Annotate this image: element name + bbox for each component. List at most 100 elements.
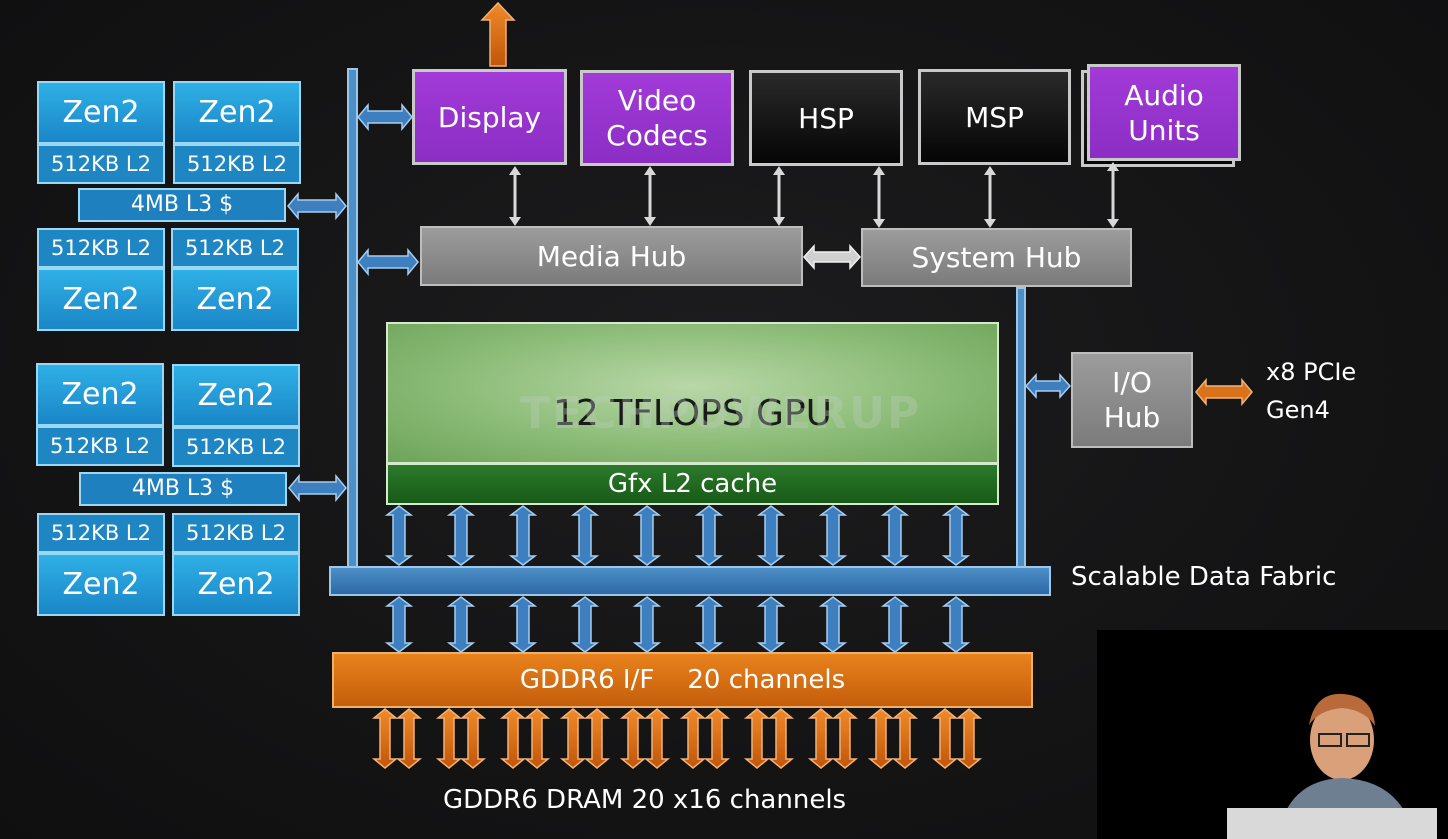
gpu-fabric-arrow (508, 505, 538, 566)
memory-channel-arrow (679, 708, 707, 769)
memory-channel-arrow (395, 708, 423, 769)
system-hub: System Hub (861, 228, 1132, 287)
zen2-core: Zen2 (37, 268, 165, 331)
scalable-data-fabric (329, 566, 1051, 596)
memory-channel-arrow (559, 708, 587, 769)
memory-channel-arrow (643, 708, 671, 769)
pcie-label: x8 PCIe Gen4 (1266, 353, 1356, 429)
zen2-core: Zen2 (171, 268, 299, 331)
video-codecs-line2: Codecs (606, 119, 708, 152)
block-hub-arrow-head-top (509, 166, 521, 175)
memory-channel-arrow (499, 708, 527, 769)
memory-channel-arrow (619, 708, 647, 769)
audio-units-line1: Audio (1124, 78, 1204, 112)
fabric-gddr-arrow (818, 596, 848, 653)
fabric-gddr-arrow (880, 596, 910, 653)
gpu-fabric-arrow (446, 505, 476, 566)
gpu-fabric-arrow (756, 505, 786, 566)
block-hub-arrow-head-bottom (509, 217, 521, 226)
block-hub-arrow-head-bottom (873, 219, 885, 228)
zen2-core: Zen2 (172, 553, 300, 616)
l3-cache: 4MB L3 $ (79, 472, 287, 506)
audio-units-block: Audio Units (1087, 64, 1241, 161)
presenter-video-inset (1097, 630, 1448, 839)
l2-cache: 512KB L2 (37, 228, 165, 268)
gpu-fabric-arrow (818, 505, 848, 566)
fabric-gddr-arrow (694, 596, 724, 653)
hsp-block: HSP (749, 70, 903, 166)
display-output-arrow (480, 1, 516, 67)
l2-cache: 512KB L2 (172, 513, 300, 553)
pcie-arrow (1195, 377, 1253, 407)
memory-channel-arrow (459, 708, 487, 769)
presenter-figure (1097, 630, 1448, 839)
memory-channel-arrow (435, 708, 463, 769)
memory-channel-arrow (955, 708, 983, 769)
memory-channel-arrow (371, 708, 399, 769)
gpu-fabric-arrow (570, 505, 600, 566)
zen2-core: Zen2 (36, 363, 164, 426)
fabric-gddr-arrow (384, 596, 414, 653)
io-hub-fabric-arrow (1024, 373, 1072, 399)
audio-units-line2: Units (1128, 113, 1200, 147)
memory-channel-arrow (583, 708, 611, 769)
l2-cache: 512KB L2 (37, 513, 165, 553)
l2-cache: 512KB L2 (173, 144, 301, 184)
display-fabric-arrow (357, 102, 413, 132)
pcie-line2: Gen4 (1266, 396, 1330, 424)
fabric-gddr-arrow (508, 596, 538, 653)
block-hub-arrow-head-bottom (644, 217, 656, 226)
io-hub-line2: Hub (1103, 401, 1161, 434)
cpu-l3-arrow (287, 191, 347, 221)
cpu-l3-arrow (288, 473, 347, 503)
fabric-gddr-arrow (756, 596, 786, 653)
memory-channel-arrow (807, 708, 835, 769)
memory-channel-arrow (891, 708, 919, 769)
gfx-l2-cache: Gfx L2 cache (386, 463, 999, 505)
video-codecs-block: Video Codecs (580, 70, 734, 166)
media-hub: Media Hub (420, 226, 803, 286)
l2-cache: 512KB L2 (36, 426, 164, 466)
zen2-core: Zen2 (37, 81, 165, 144)
block-hub-arrow-head-top (1107, 162, 1119, 171)
l2-cache: 512KB L2 (172, 427, 300, 467)
l2-cache: 512KB L2 (171, 228, 299, 268)
gpu-block: 12 TFLOPS GPU (386, 322, 999, 464)
memory-channel-arrow (767, 708, 795, 769)
gddr6-interface: GDDR6 I/F 20 channels (332, 652, 1033, 708)
dram-label: GDDR6 DRAM 20 x16 channels (443, 785, 847, 815)
memory-channel-arrow (703, 708, 731, 769)
block-hub-arrow-head-bottom (984, 219, 996, 228)
fabric-gddr-arrow (941, 596, 971, 653)
zen2-core: Zen2 (37, 553, 165, 616)
video-codecs-line1: Video (617, 84, 697, 117)
zen2-core: Zen2 (173, 81, 301, 144)
block-hub-arrow-head-top (873, 166, 885, 175)
watermark: TECHPOWERUP (520, 388, 922, 439)
msp-block: MSP (918, 69, 1071, 165)
gpu-fabric-arrow (941, 505, 971, 566)
zen2-core: Zen2 (172, 364, 300, 427)
l2-cache: 512KB L2 (37, 144, 165, 184)
memory-channel-arrow (867, 708, 895, 769)
block-hub-arrow-head-bottom (1107, 219, 1119, 228)
memory-channel-arrow (743, 708, 771, 769)
block-hub-arrow-head-top (644, 166, 656, 175)
fabric-gddr-arrow (446, 596, 476, 653)
display-block: Display (412, 69, 567, 165)
gpu-fabric-arrow (632, 505, 662, 566)
fabric-gddr-arrow (570, 596, 600, 653)
fabric-label: Scalable Data Fabric (1071, 562, 1337, 592)
block-hub-arrow-head-top (773, 166, 785, 175)
fabric-gddr-arrow (632, 596, 662, 653)
memory-channel-arrow (523, 708, 551, 769)
l3-cache: 4MB L3 $ (78, 188, 286, 222)
block-hub-arrow-head-bottom (773, 217, 785, 226)
pcie-line1: x8 PCIe (1266, 358, 1357, 386)
gpu-fabric-arrow (384, 505, 414, 566)
mediahub-fabric-arrow (357, 247, 419, 277)
io-hub-line1: I/O (1112, 366, 1152, 399)
memory-channel-arrow (831, 708, 859, 769)
